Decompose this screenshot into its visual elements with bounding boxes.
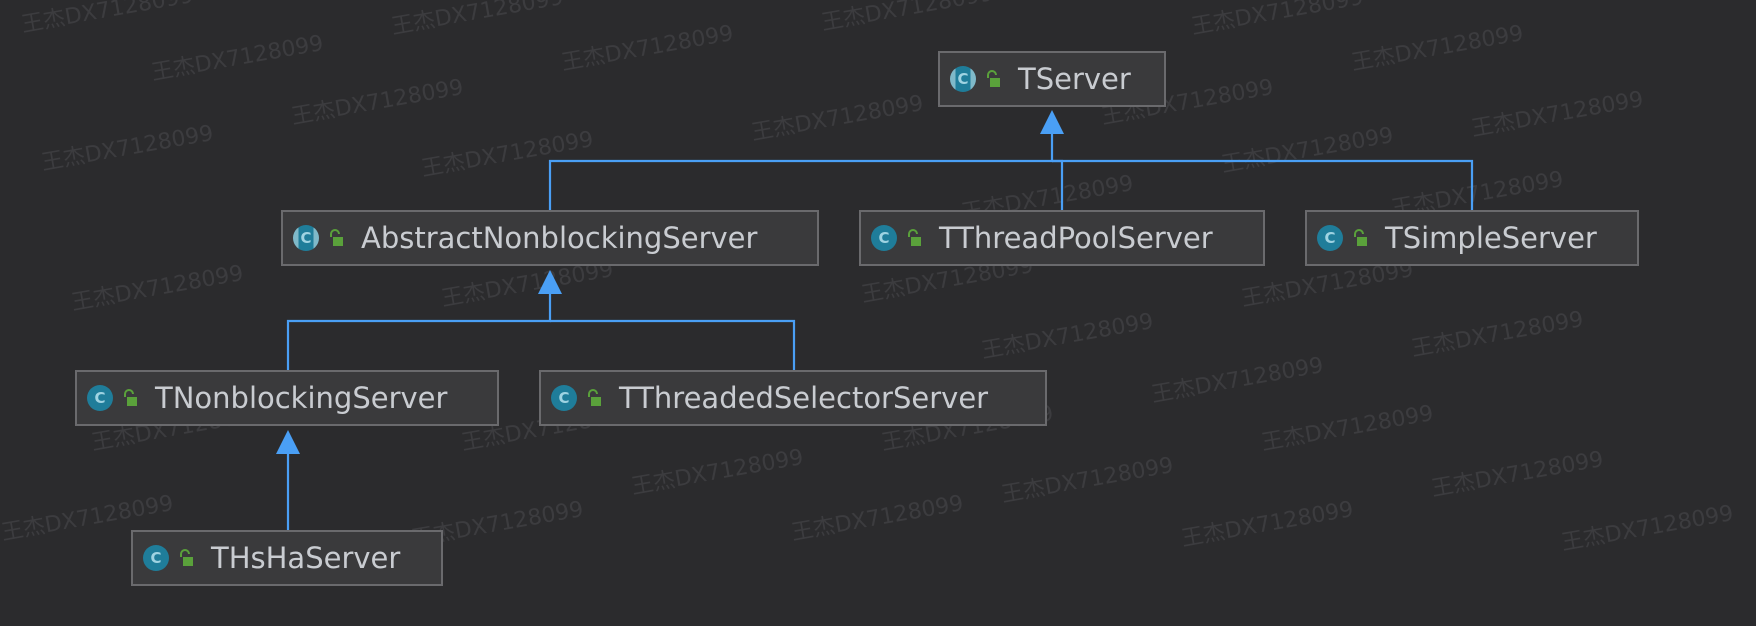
public-visibility-icon xyxy=(1354,229,1367,246)
class-icon: C xyxy=(87,385,113,411)
public-visibility-icon xyxy=(180,549,193,566)
class-name: TServer xyxy=(1018,62,1131,96)
class-name: TSimpleServer xyxy=(1385,221,1597,255)
class-name: TNonblockingServer xyxy=(155,381,448,415)
class-node-tthreaded-selector-server[interactable]: C TThreadedSelectorServer xyxy=(539,370,1047,426)
public-visibility-icon xyxy=(908,229,921,246)
arrowhead-tnonblocking xyxy=(276,430,300,454)
public-visibility-icon xyxy=(588,389,601,406)
arrowhead-abstract-nonblocking xyxy=(538,270,562,294)
abstract-class-icon: C xyxy=(293,225,319,251)
arrowhead-tserver xyxy=(1040,110,1064,134)
class-icon: C xyxy=(143,545,169,571)
public-visibility-icon xyxy=(987,70,1000,87)
class-icon: C xyxy=(551,385,577,411)
class-node-thsha-server[interactable]: C THsHaServer xyxy=(131,530,443,586)
public-visibility-icon xyxy=(330,229,343,246)
class-name: AbstractNonblockingServer xyxy=(361,221,758,255)
edge-tthreaded-selector-to-abstract xyxy=(550,319,796,370)
class-icon: C xyxy=(1317,225,1343,251)
edge-tsimple-to-tserver xyxy=(1052,159,1474,210)
public-visibility-icon xyxy=(124,389,137,406)
class-node-tthreadpool-server[interactable]: C TThreadPoolServer xyxy=(859,210,1265,266)
class-icon: C xyxy=(871,225,897,251)
edge-tnonblocking-to-abstract xyxy=(286,294,552,370)
class-name: TThreadPoolServer xyxy=(939,221,1213,255)
class-name: THsHaServer xyxy=(211,541,401,575)
class-node-tserver[interactable]: C TServer xyxy=(938,51,1166,107)
edge-tthreadpool-to-tserver xyxy=(1052,159,1064,210)
class-name: TThreadedSelectorServer xyxy=(619,381,989,415)
class-node-abstract-nonblocking-server[interactable]: C AbstractNonblockingServer xyxy=(281,210,819,266)
abstract-class-icon: C xyxy=(950,66,976,92)
class-node-tnonblocking-server[interactable]: C TNonblockingServer xyxy=(75,370,499,426)
class-node-tsimple-server[interactable]: C TSimpleServer xyxy=(1305,210,1639,266)
edge-abstract-nonblocking-to-tserver xyxy=(548,134,1054,210)
